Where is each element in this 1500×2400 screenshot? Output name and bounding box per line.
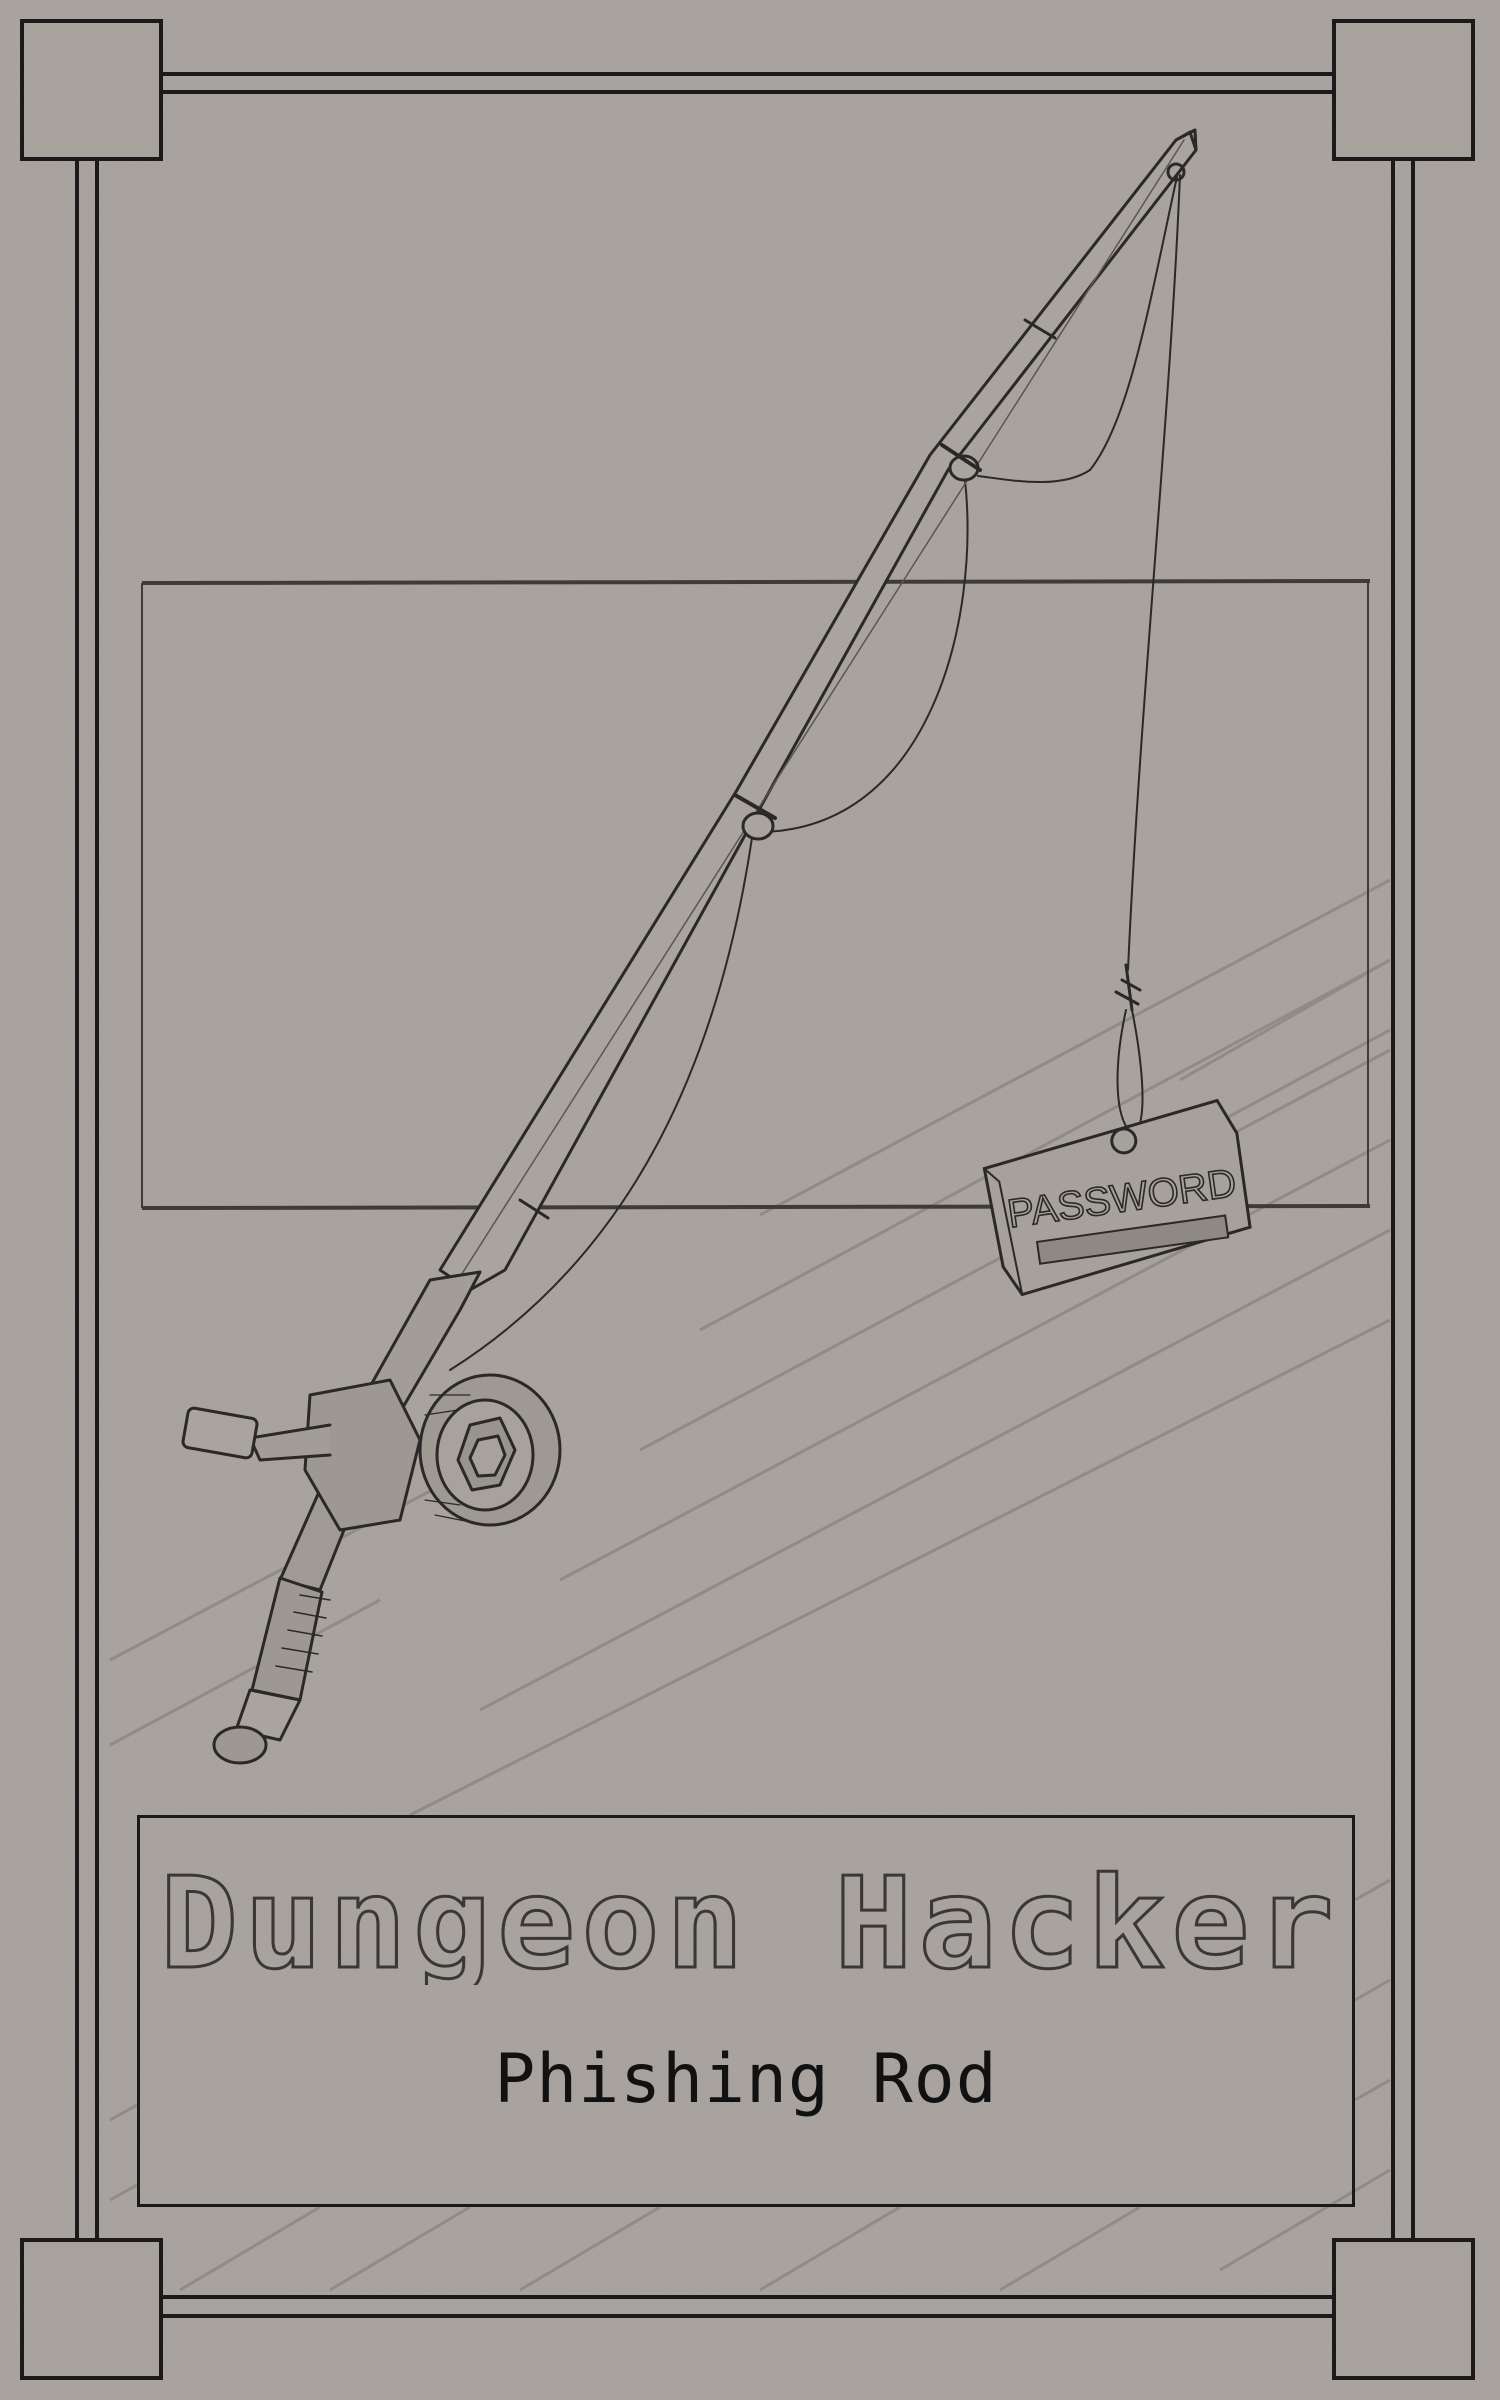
corner-top-left (20, 19, 163, 161)
corner-bottom-left (20, 2238, 163, 2380)
rod-blank (438, 130, 1198, 1292)
game-title-text: Dungeon Hacker (160, 1855, 1340, 1985)
fishing-reel (181, 1373, 562, 1532)
card-name: Phishing Rod (494, 2040, 998, 2119)
fishing-line (449, 171, 1181, 1371)
password-tag: PASSWORD (982, 1098, 1252, 1297)
fishing-rod-illustration (181, 128, 1198, 1765)
card-frame (20, 19, 1475, 2380)
corner-bottom-right (1332, 2238, 1475, 2380)
game-logo: Dungeon Hacker (159, 1855, 1340, 1985)
corner-top-right (1332, 19, 1475, 161)
title-panel (137, 1815, 1355, 2207)
